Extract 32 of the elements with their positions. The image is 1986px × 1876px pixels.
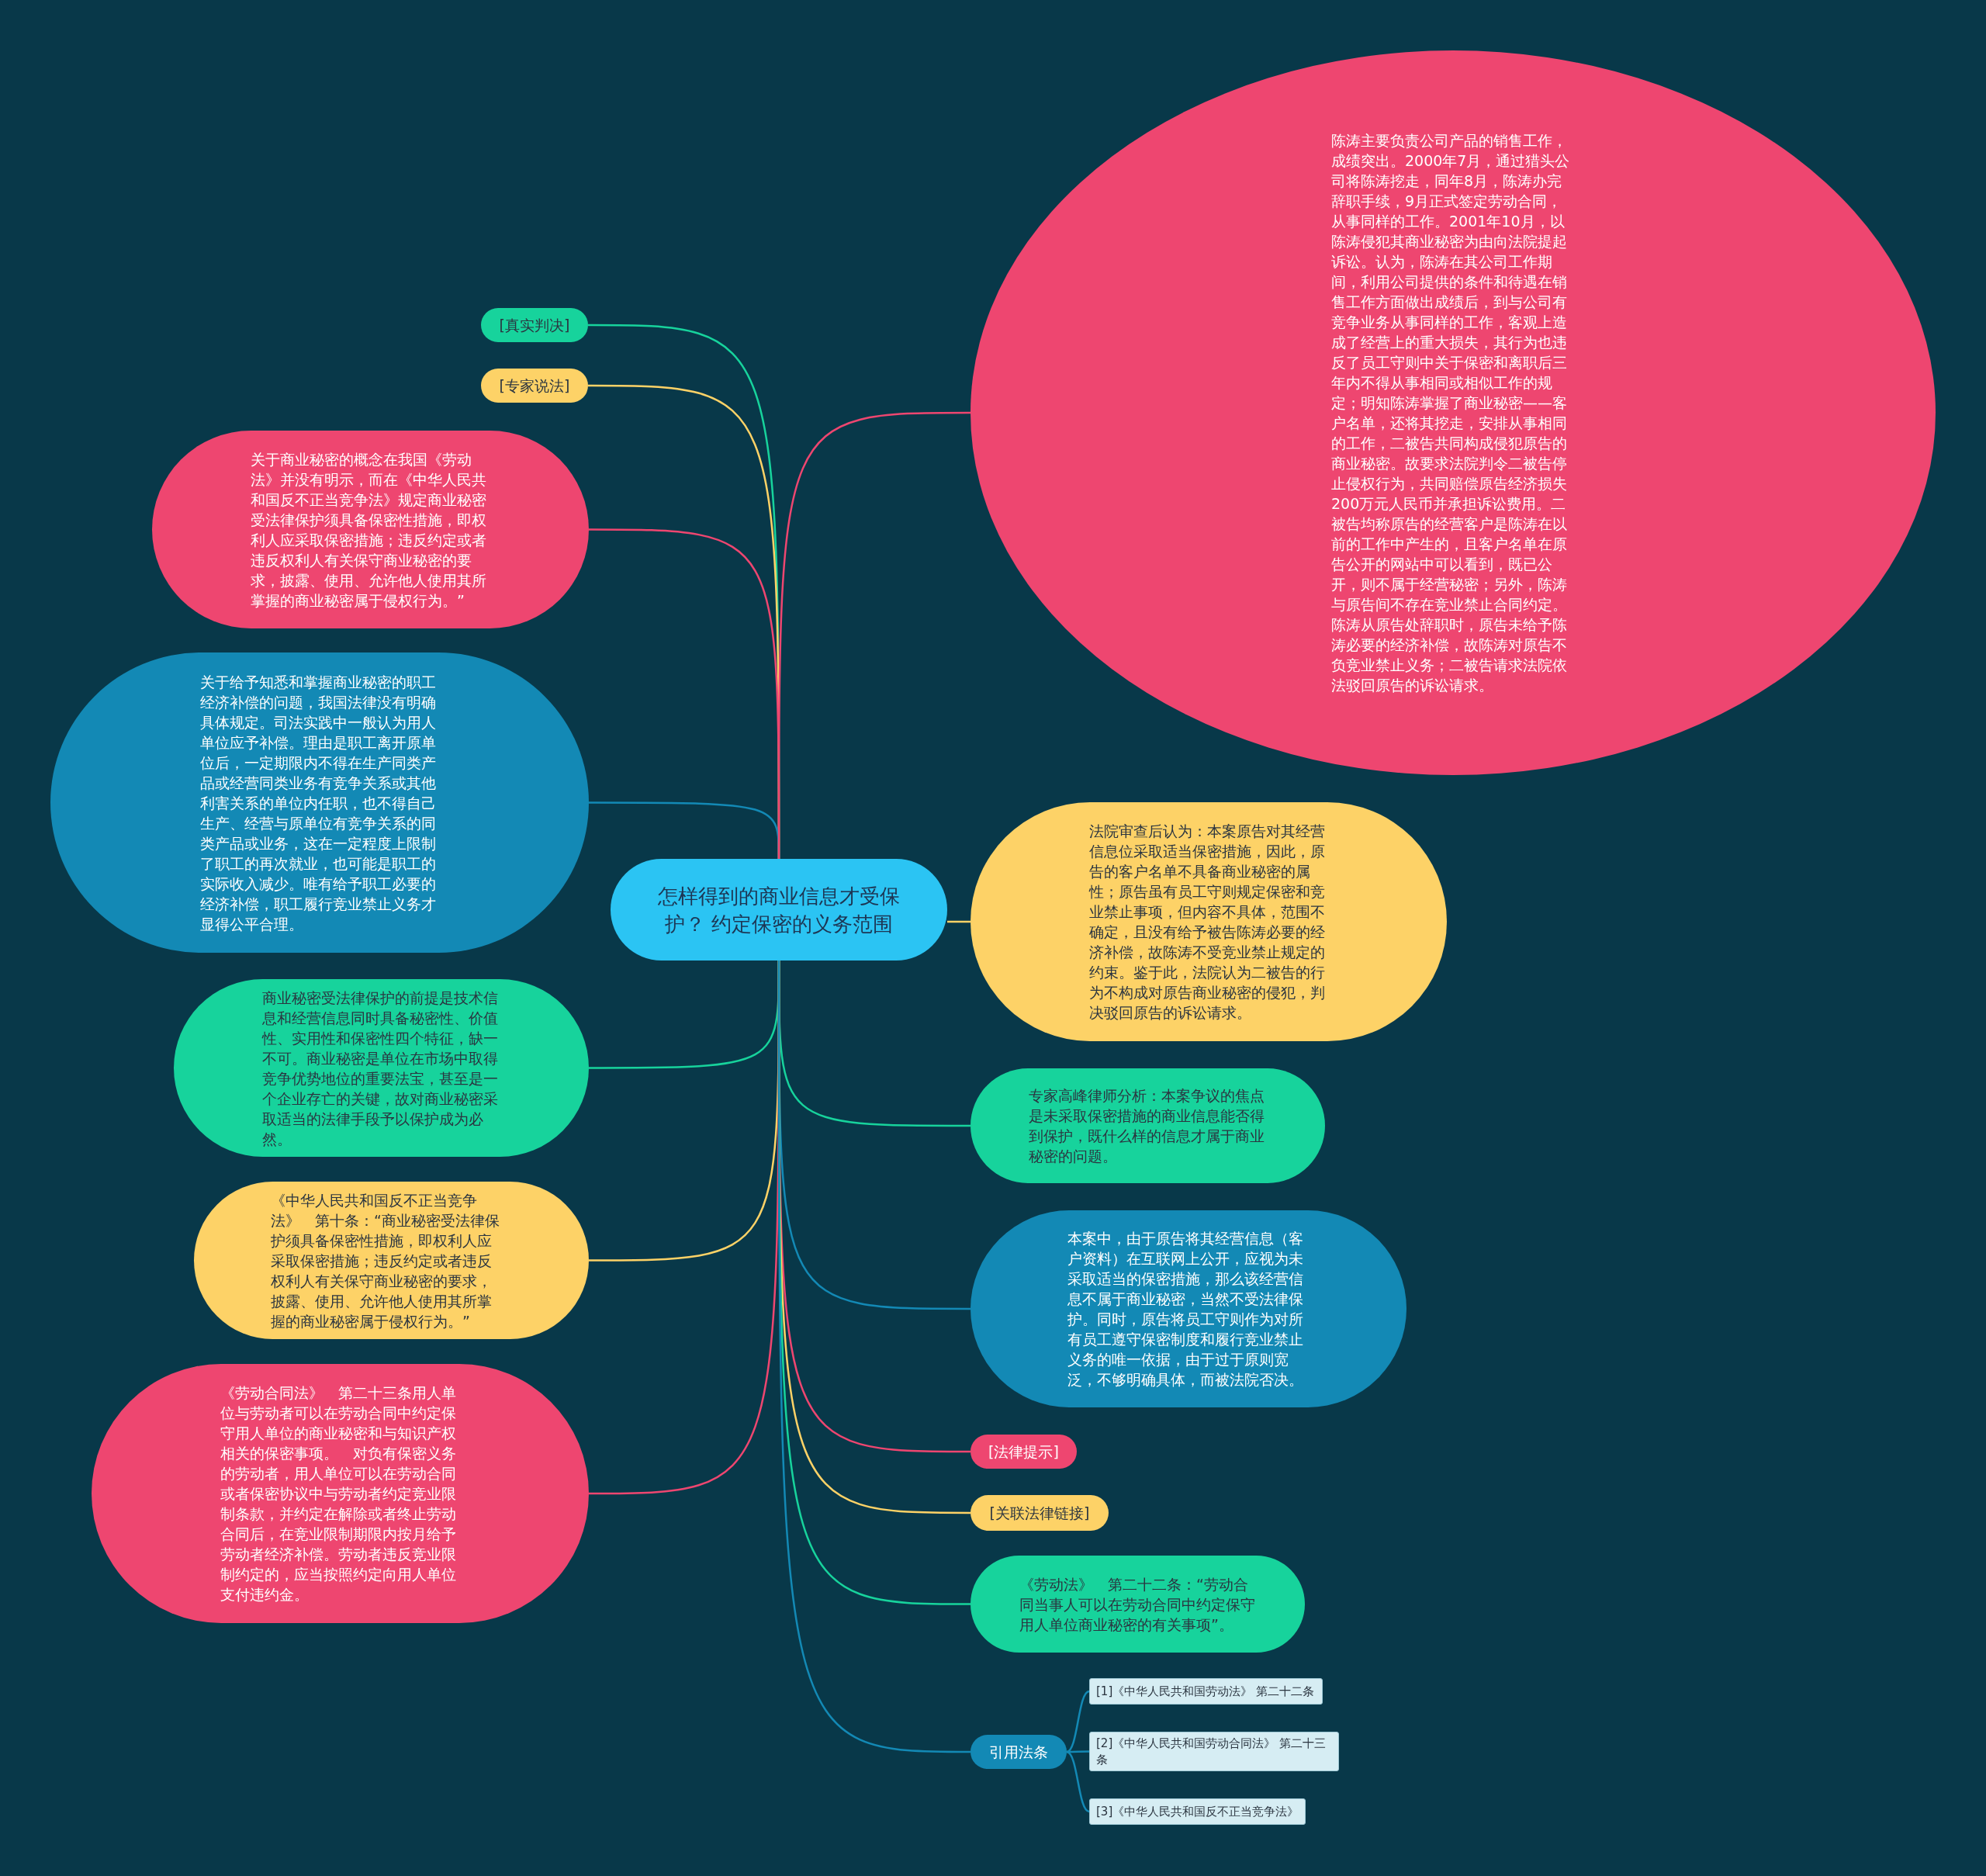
- connector: [1066, 1750, 1090, 1813]
- note-text: 商业秘密受法律保护的前提是技术信息和经营信息同时具备秘密性、价值性、实用性和保密性四个特征，缺一不可。商业秘密是单位在市场中取得竞争优势地位的重要法宝，甚至是一个企业存亡的关键，故对商业秘密采取适当的法律手段予以保护成为必然。: [262, 988, 499, 1149]
- tag-label: 引用法条: [988, 1743, 1049, 1762]
- reference-text: [3]《中华人民共和国反不正当竞争法》: [1096, 1803, 1300, 1820]
- reference-text: [2]《中华人民共和国劳动合同法》 第二十三条: [1096, 1735, 1327, 1768]
- note-text: 本案中，由于原告将其经营信息（客户资料）在互联网上公开，应视为未采取适当的保密措施，那么该经营信息不属于商业秘密，当然不受法律保护。同时，原告将员工守则作为对所有员工遵守保密制度和履行竞业禁止义务的唯一依据，由于过于原则宽泛，不够明确具体，而被法院否决。: [1067, 1229, 1304, 1390]
- note-text: 《劳动法》 第二十二条：“劳动合同当事人可以在劳动合同中约定保守用人单位商业秘密的有关事项”。: [1019, 1574, 1256, 1635]
- note-text: 《中华人民共和国反不正当竞争法》 第十条：“商业秘密受法律保护须具备保密性措施，即权利人应采取保密措施；违反约定或者违反权利人有关保守商业秘密的要求，披露、使用、允许他人使用其所掌握的商业秘密属于侵权行为。”: [271, 1190, 500, 1331]
- connector: [1066, 1690, 1090, 1753]
- note-text: 《劳动合同法》 第二十三条用人单位与劳动者可以在劳动合同中约定保守用人单位的商业秘密和与知识产权相关的保密事项。 对负有保密义务的劳动者，用人单位可以在劳动合同或者保密协议中与劳动者约定竞业限制条款，并约定在解除或者终止劳动合同后，在竞业限制期限内按月给予劳动者经济补偿。劳动者违反竞业限制约定的，应当按照约定向用人单位支付违约金。: [220, 1383, 457, 1604]
- reference-box: [1089, 1732, 1339, 1771]
- note-text: 陈涛主要负责公司产品的销售工作，成绩突出。2000年7月，通过猎头公司将陈涛挖走，同年8月，陈涛办完辞职手续，9月正式签定劳动合同，从事同样的工作。2001年10月，以陈涛侵犯其商业秘密为由向法院提起诉讼。认为，陈涛在其公司工作期间，利用公司提供的条件和待遇在销售工作方面做出成绩后，到与公司有竞争业务从事同样的工作，客观上造成了经营上的重大损失，其行为也违反了员工守则中关于保密和离职后三年内不得从事相同或相似工作的规定；明知陈涛掌握了商业秘密——客户名单，还将其挖走，安排从事相同的工作，二被告共同构成侵犯原告的商业秘密。故要求法院判令二被告停止侵权行为，共同赔偿原告经济损失200万元人民币并承担诉讼费用。二被告均称原告的经营客户是陈涛在以前的工作中产生的，且客户名单在原告公开的网站中可以看到，既已公开，则不属于经营秘密；另外，陈涛与原告间不存在竞业禁止合同约定。陈涛从原告处辞职时，原告未给予陈涛必要的经济补偿，故陈涛对原告不负竞业禁止义务；二被告请求法院依法驳回原告的诉讼请求。: [1331, 131, 1571, 695]
- reference-box: [1089, 1678, 1323, 1705]
- reference-box: [1089, 1798, 1306, 1825]
- tag-pill: [481, 369, 588, 403]
- note-text: 关于给予知悉和掌握商业秘密的职工经济补偿的问题，我国法律没有明确具体规定。司法实践中一般认为用人单位应予补偿。理由是职工离开原单位后，一定期限内不得在生产同类产品或经营同类业务有竞争关系或其他利害关系的单位内任职，也不得自己生产、经营与原单位有竞争关系的同类产品或业务，这在一定程度上限制了职工的再次就业，也可能是职工的实际收入减少。唯有给予职工必要的经济补偿，职工履行竞业禁止义务才显得公平合理。: [200, 672, 437, 934]
- tag-pill: [971, 1735, 1067, 1769]
- tag-label: [真实判决]: [498, 316, 571, 335]
- tag-label: [专家说法]: [498, 376, 571, 396]
- topic-text: 怎样得到的商业信息才受保护？ 约定保密的义务范围: [657, 883, 901, 937]
- reference-text: [1]《中华人民共和国劳动法》 第二十二条: [1096, 1683, 1315, 1700]
- note-text: 法院审查后认为：本案原告对其经营信息位采取适当保密措施，因此，原告的客户名单不具备商业秘密的属性；原告虽有员工守则规定保密和竞业禁止事项，但内容不具体，范围不确定，且没有给予被告陈涛必要的经济补偿，故陈涛不受竞业禁止规定的约束。鉴于此，法院认为二被告的行为不构成对原告商业秘密的侵犯，判决驳回原告的诉讼请求。: [1089, 822, 1326, 1023]
- tag-pill: [971, 1495, 1109, 1531]
- connector: [1067, 1750, 1089, 1753]
- note-text: 关于商业秘密的概念在我国《劳动法》并没有明示，而在《中华人民共和国反不正当竞争法》规定商业秘密受法律保护须具备保密性措施，即权利人应采取保密措施；违反约定或者违反权利人有关保守商业秘密的要求，披露、使用、允许他人使用其所掌握的商业秘密属于侵权行为。”: [251, 449, 487, 611]
- connector: [777, 411, 971, 859]
- tag-label: [法律提示]: [988, 1442, 1060, 1462]
- connector: [947, 920, 971, 923]
- tag-label: [关联法律链接]: [988, 1504, 1091, 1523]
- tag-pill: [971, 1435, 1077, 1469]
- tag-pill: [481, 308, 588, 342]
- note-text: 专家高峰律师分析：本案争议的焦点是未采取保密措施的商业信息能否得到保护，既什么样的信息才属于商业秘密的问题。: [1029, 1086, 1265, 1166]
